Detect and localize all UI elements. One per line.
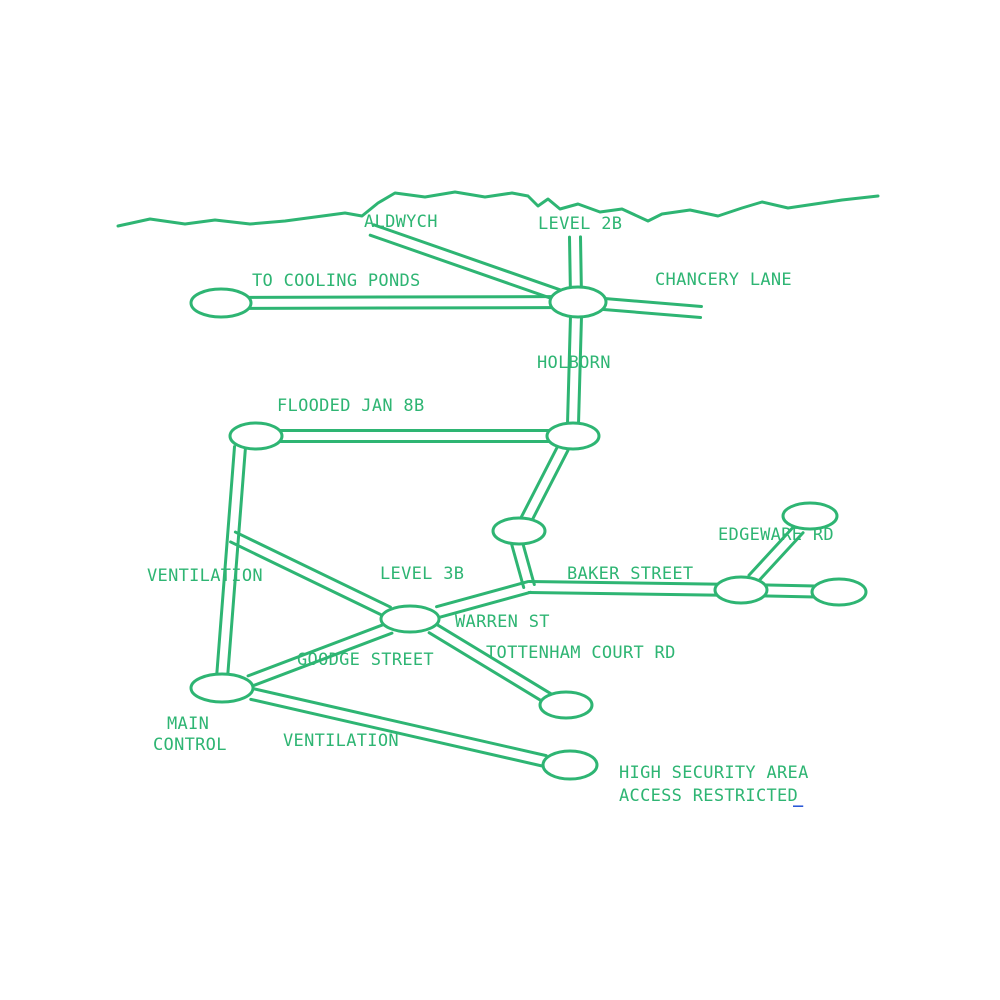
label-flooded-jan-8b: FLOODED JAN 8B xyxy=(277,396,425,416)
ventilation-shaft-b xyxy=(225,445,247,680)
node-flooded[interactable] xyxy=(228,421,284,451)
chancery-lane-tunnel-a xyxy=(602,307,703,319)
label-edgeware-rd: EDGEWARE RD xyxy=(718,525,834,545)
node-tottenham-court-rd[interactable] xyxy=(538,690,594,720)
node-warren-st[interactable] xyxy=(379,604,441,634)
node-mid-junction[interactable] xyxy=(491,516,547,546)
node-holborn-lower[interactable] xyxy=(545,421,601,451)
label-holborn: HOLBORN xyxy=(537,353,611,373)
surface-line xyxy=(116,190,880,228)
label-to-cooling-ponds: TO COOLING PONDS xyxy=(252,271,421,291)
holborn-mid-tunnel-a xyxy=(519,443,560,519)
edgeware-link-b xyxy=(747,523,797,577)
label-warren-st: WARREN ST xyxy=(455,612,550,632)
label-baker-street: BAKER STREET xyxy=(567,564,693,584)
label-main: MAIN xyxy=(167,714,209,734)
goodge-street-tunnel-a xyxy=(250,631,394,688)
cooling-ponds-tunnel-b xyxy=(219,295,580,300)
label-ventilation-lower: VENTILATION xyxy=(283,731,399,751)
label-control: CONTROL xyxy=(153,735,227,755)
ventilation-lower-tunnel-b xyxy=(251,687,548,758)
cooling-ponds-tunnel-a xyxy=(219,305,580,310)
goodge-street-tunnel-b xyxy=(246,621,390,678)
edgeware-link-a xyxy=(755,531,805,585)
warren-baker-link-b xyxy=(435,580,530,609)
holborn-mid-tunnel-b xyxy=(529,449,570,525)
ventilation-warren-tunnel-a xyxy=(229,540,388,619)
label-ventilation-upper: VENTILATION xyxy=(147,566,263,586)
label-level-2b: LEVEL 2B xyxy=(538,214,622,234)
label-aldwych: ALDWYCH xyxy=(364,212,438,232)
label-tottenham-court-rd: TOTTENHAM COURT RD xyxy=(486,643,676,663)
node-cooling-ponds[interactable] xyxy=(189,287,253,319)
node-edgeware-rd[interactable] xyxy=(781,501,839,531)
mid-baker-link-a xyxy=(510,542,526,589)
tottenham-tunnel-a xyxy=(427,631,548,706)
label-high-security-area: HIGH SECURITY AREA xyxy=(619,763,809,783)
label-chancery-lane: CHANCERY LANE xyxy=(655,270,792,290)
aldwych-tunnel-b xyxy=(372,223,568,294)
aldwych-tunnel-a xyxy=(368,233,564,304)
ventilation-warren-tunnel-b xyxy=(233,530,392,609)
baker-street-tunnel-b xyxy=(527,580,743,587)
holborn-shaft-b xyxy=(576,314,583,426)
ventilation-lower-tunnel-a xyxy=(249,697,546,768)
label-access-restricted: ACCESS RESTRICTED xyxy=(619,786,798,806)
label-level-3b: LEVEL 3B xyxy=(380,564,464,584)
node-main-control[interactable] xyxy=(189,672,255,704)
mid-baker-link-b xyxy=(520,540,536,587)
node-high-security[interactable] xyxy=(541,749,599,781)
baker-street-tunnel-a xyxy=(527,590,743,597)
ventilation-shaft-a xyxy=(215,445,237,680)
node-baker-street-west[interactable] xyxy=(713,575,769,605)
node-baker-street-east[interactable] xyxy=(810,577,868,607)
warren-baker-link-a xyxy=(437,590,532,619)
label-goodge-street: GOODGE STREET xyxy=(297,650,434,670)
holborn-shaft-a xyxy=(566,314,573,426)
chancery-lane-tunnel-b xyxy=(602,297,703,309)
terminal-cursor: _ xyxy=(793,788,804,808)
tottenham-tunnel-b xyxy=(433,621,554,696)
node-holborn-upper[interactable] xyxy=(548,285,608,319)
